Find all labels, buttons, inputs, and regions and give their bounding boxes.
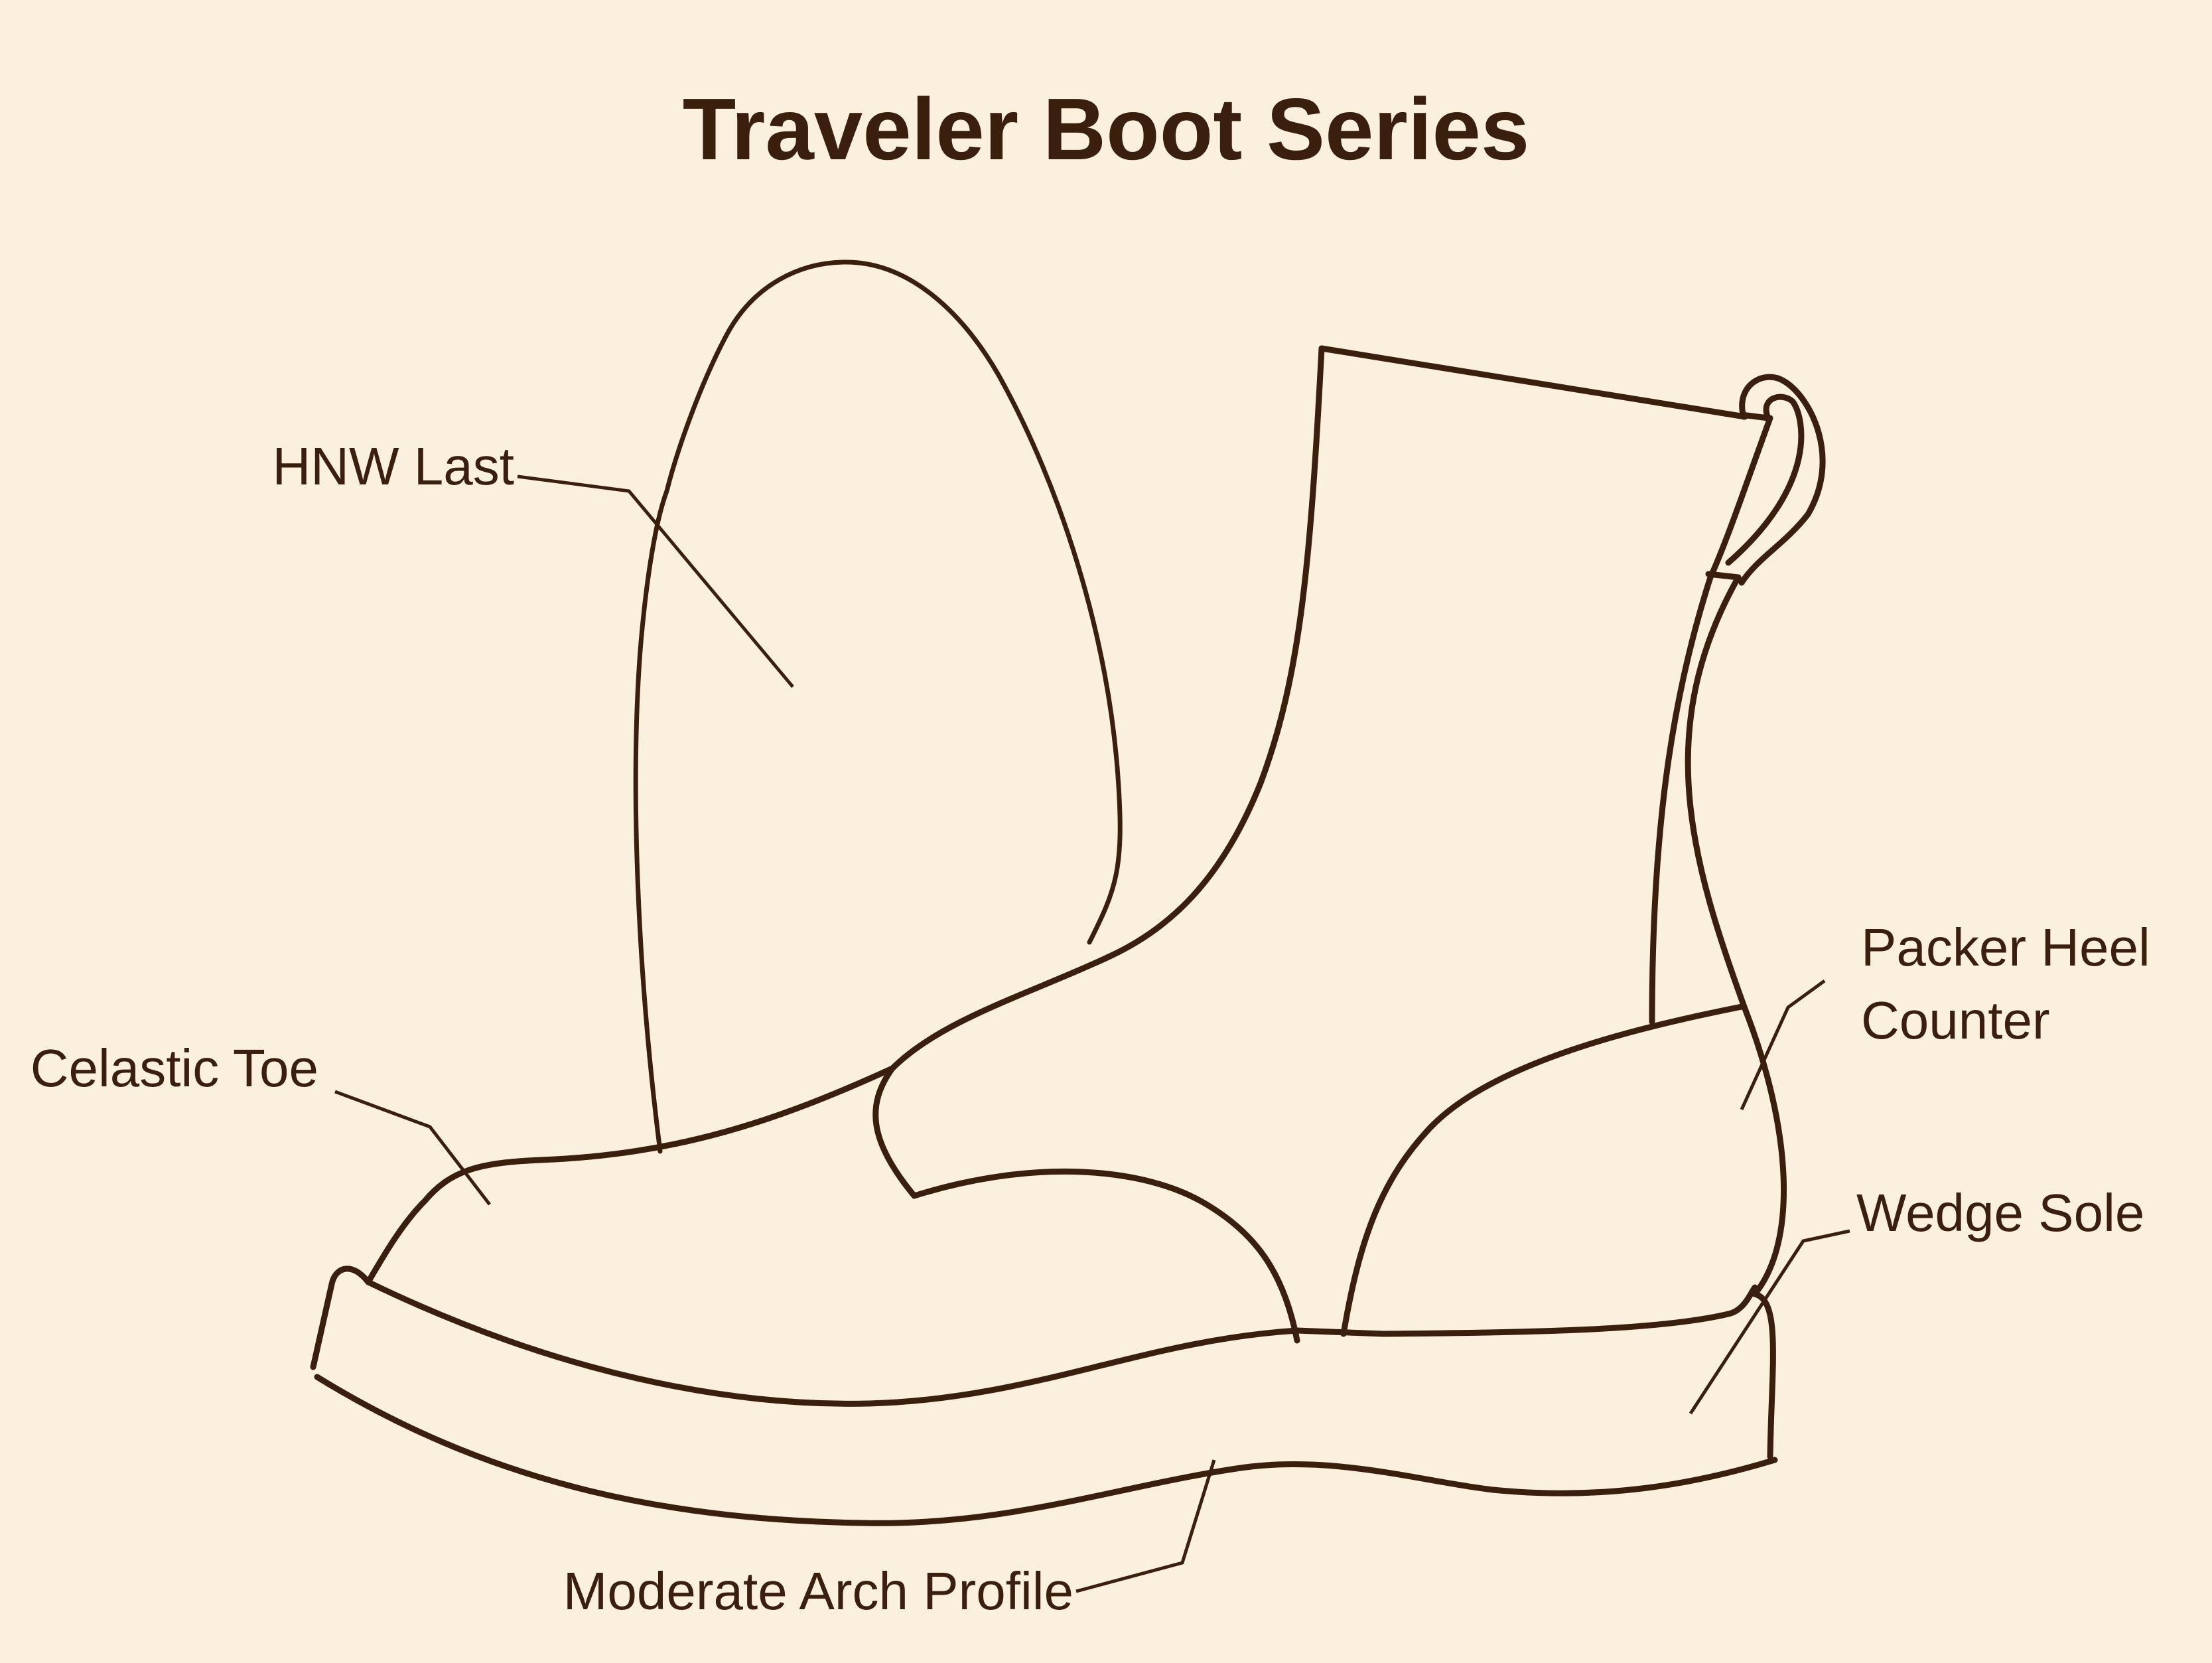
packer-heel-counter-label-line2: Counter <box>1861 991 2050 1050</box>
celastic-toe-leader-line <box>334 1090 491 1206</box>
shoe-last-outline <box>633 259 1123 1154</box>
moderate-arch-profile-leader-line <box>1075 1459 1216 1593</box>
pull-loop-stitch-top <box>1738 411 1771 421</box>
hnw-last-leader-line <box>517 474 794 688</box>
wedge-sole-label: Wedge Sole <box>1856 1183 2144 1242</box>
boot-back-outline <box>1649 415 1773 1025</box>
wedge-sole-leader-line <box>1689 1229 1850 1415</box>
packer-heel-counter-leader-line <box>1740 979 1826 1111</box>
diagram-title: Traveler Boot Series <box>683 80 1530 178</box>
celastic-toe-label: Celastic Toe <box>31 1039 318 1098</box>
sole-toe-edge-outline <box>310 1265 372 1370</box>
toe-upper-outline <box>365 1065 896 1285</box>
heel-counter-top-outline <box>1340 1003 1745 1337</box>
pull-loop-inner-outline <box>1725 394 1805 566</box>
boot-shaft-front-outline <box>872 345 1325 1199</box>
welt-outline <box>365 1279 1758 1407</box>
packer-heel-counter-label-line1: Packer Heel <box>1861 918 2150 977</box>
pull-loop-outer-outline <box>1738 374 1826 586</box>
boot-top-edge-outline <box>1318 345 1748 420</box>
moderate-arch-profile-label: Moderate Arch Profile <box>563 1561 1073 1621</box>
heel-counter-outline <box>1685 574 1787 1297</box>
outsole-bottom-outline <box>314 1374 1778 1526</box>
vamp-quarter-outline <box>911 1168 1300 1344</box>
hnw-last-label: HNW Last <box>273 437 515 496</box>
